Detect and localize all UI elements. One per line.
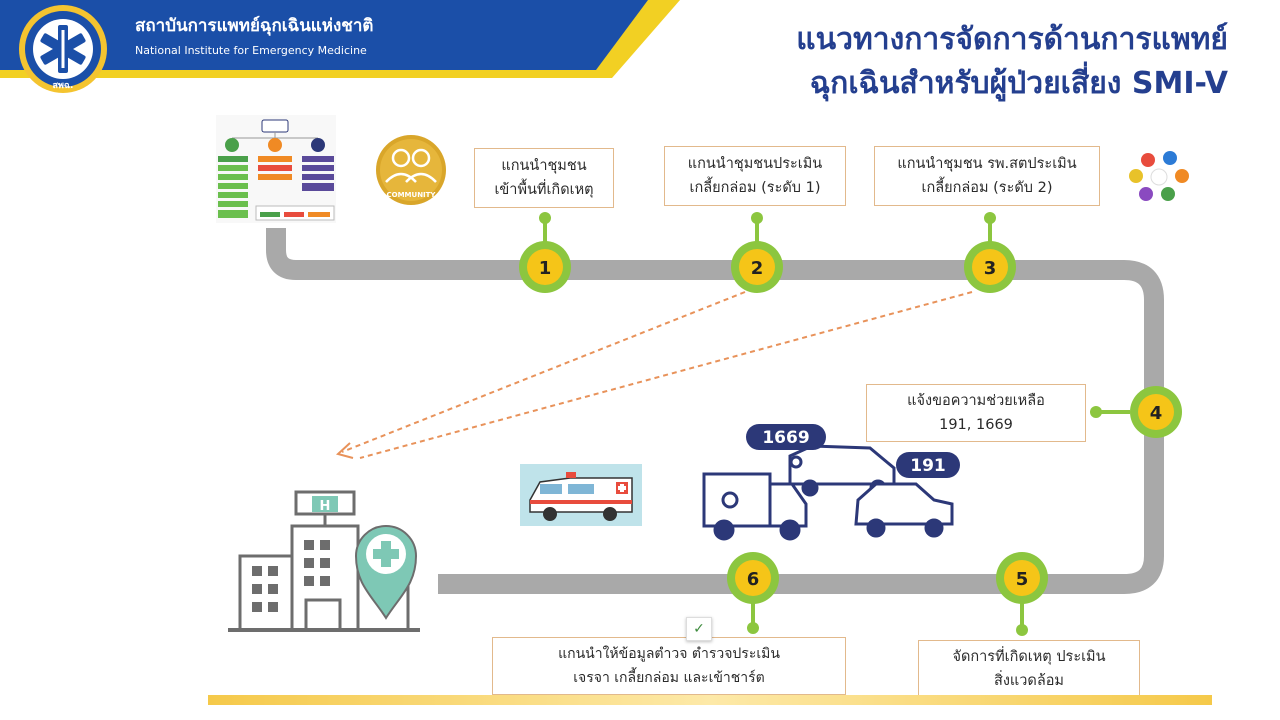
svg-text:5: 5	[1016, 569, 1029, 590]
org-name-thai: สถาบันการแพทย์ฉุกเฉินแห่งชาติ	[135, 16, 374, 36]
police-hotline-badge: 191	[896, 452, 960, 478]
step-node-2: 2	[731, 241, 783, 293]
step-2-description: แกนนำชุมชนประเมิน เกลี้ยกล่อม (ระดับ 1)	[664, 146, 846, 206]
svg-text:3: 3	[984, 258, 997, 279]
svg-text:H: H	[320, 499, 331, 514]
check-icon: ✓	[686, 617, 712, 641]
step-node-3: 3	[964, 241, 1016, 293]
svg-text:2: 2	[751, 258, 764, 279]
step-node-6: 6	[727, 552, 779, 604]
page-title-line-1: แนวทางการจัดการด้านการแพทย์	[796, 22, 1228, 57]
org-name-english: National Institute for Emergency Medicin…	[135, 44, 367, 57]
step-5-description: จัดการที่เกิดเหตุ ประเมิน สิ่งแวดล้อม	[918, 640, 1140, 698]
header-blue-band	[0, 0, 648, 70]
svg-text:1669: 1669	[762, 428, 809, 448]
ems-hotline-badge: 1669	[746, 424, 826, 450]
step-1-description: แกนนำชุมชน เข้าพื้นที่เกิดเหตุ	[474, 148, 614, 208]
people-circle-icon	[1129, 151, 1189, 201]
niem-logo-icon: สพฉ.	[19, 5, 107, 93]
community-icon: COMMUNITY	[376, 135, 446, 205]
svg-text:สพฉ.: สพฉ.	[53, 81, 74, 91]
page-title-line-2: ฉุกเฉินสำหรับผู้ป่วยเสี่ยง SMI-V	[809, 66, 1228, 101]
org-chart-thumbnail-icon	[216, 115, 336, 223]
step-4-description: แจ้งขอความช่วยเหลือ 191, 1669	[866, 384, 1086, 442]
ambulance-icon	[520, 464, 642, 526]
svg-text:191: 191	[910, 456, 946, 476]
svg-text:4: 4	[1150, 403, 1163, 424]
step-3-description: แกนนำชุมชน รพ.สตประเมิน เกลี้ยกล่อม (ระด…	[874, 146, 1100, 206]
step-node-1: 1	[519, 241, 571, 293]
process-track	[266, 228, 1164, 594]
svg-text:1: 1	[539, 258, 552, 279]
node-connectors	[539, 212, 1130, 636]
step-6-description: แกนนำให้ข้อมูลตำวจ ตำรวจประเมิน เจรจา เก…	[492, 637, 846, 695]
emergency-vehicles-icon	[702, 444, 954, 541]
svg-text:6: 6	[747, 569, 760, 590]
arrow-heads	[335, 442, 354, 459]
dashed-referral-arrows	[341, 291, 973, 459]
step-node-4: 4	[1130, 386, 1182, 438]
footer-accent-bar	[208, 695, 1212, 705]
step-node-5: 5	[996, 552, 1048, 604]
header-band	[0, 0, 680, 78]
svg-text:COMMUNITY: COMMUNITY	[386, 191, 436, 199]
hospital-icon: H	[228, 490, 420, 632]
